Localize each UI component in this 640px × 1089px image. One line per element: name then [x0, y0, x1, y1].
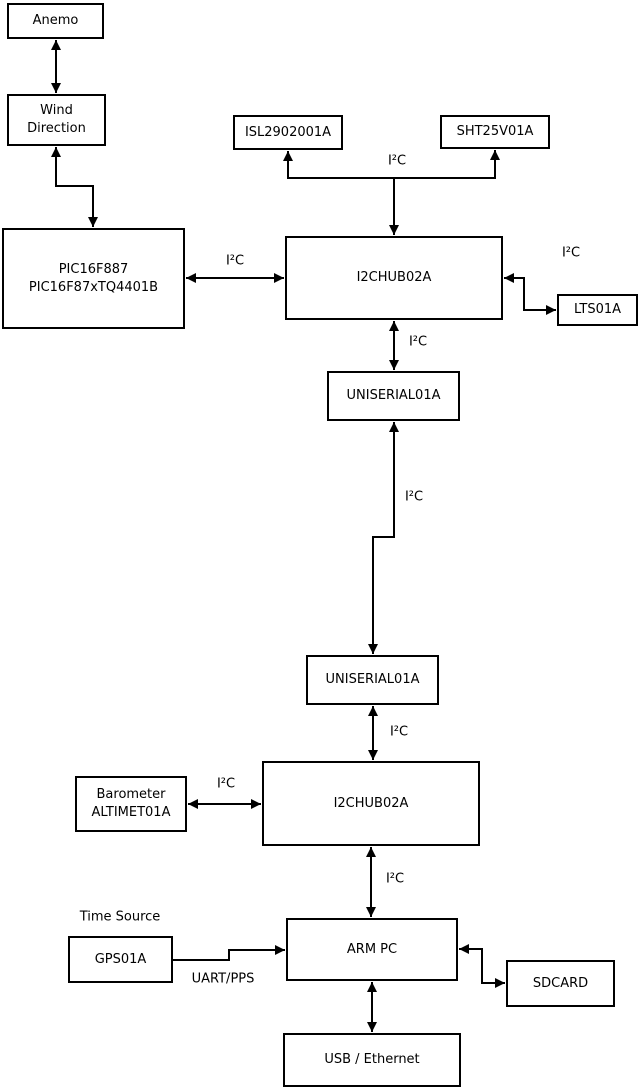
block-usb-ethernet: USB / Ethernet — [283, 1033, 461, 1087]
block-wind-direction: Wind Direction — [7, 94, 106, 146]
i2c-label-sensor-branch: I²C — [387, 153, 407, 169]
block-i2chub02a-bottom: I2CHUB02A — [262, 761, 480, 846]
i2c-label-hub1-uniserial1: I²C — [408, 334, 428, 350]
uart-pps-label: UART/PPS — [191, 971, 255, 987]
block-i2chub02a-top: I2CHUB02A — [285, 236, 503, 320]
block-isl2902001a: ISL2902001A — [233, 115, 343, 150]
connector-winddirection-pic — [51, 147, 98, 227]
block-uniserial01a-top: UNISERIAL01A — [327, 371, 460, 421]
block-barometer-altimet01a: Barometer ALTIMET01A — [75, 776, 187, 832]
connector-hub1-lts — [504, 273, 556, 315]
i2c-label-uniserial2-hub2: I²C — [389, 724, 409, 740]
block-lts01a: LTS01A — [557, 294, 638, 326]
i2c-label-hub2-armpc: I²C — [385, 871, 405, 887]
block-arm-pc: ARM PC — [286, 918, 458, 981]
block-uniserial01a-bottom: UNISERIAL01A — [306, 655, 439, 705]
block-sht25v01a: SHT25V01A — [440, 115, 550, 149]
block-anemo: Anemo — [7, 3, 104, 39]
i2c-label-pic-hub1: I²C — [225, 253, 245, 269]
i2c-label-uniserial-link: I²C — [404, 489, 424, 505]
time-source-label: Time Source — [79, 909, 161, 925]
connector-uniserial1-uniserial2 — [368, 422, 399, 654]
block-gps01a: GPS01A — [68, 936, 173, 983]
block-pic16f887: PIC16F887 PIC16F87xTQ4401B — [2, 228, 185, 329]
connector-armpc-sdcard — [459, 944, 505, 988]
i2c-label-barometer-hub2: I²C — [216, 776, 236, 792]
connector-gps-armpc — [173, 945, 285, 961]
i2c-label-hub1-lts: I²C — [561, 245, 581, 261]
connector-i2c-branch — [283, 150, 500, 179]
block-sdcard: SDCARD — [506, 960, 615, 1007]
